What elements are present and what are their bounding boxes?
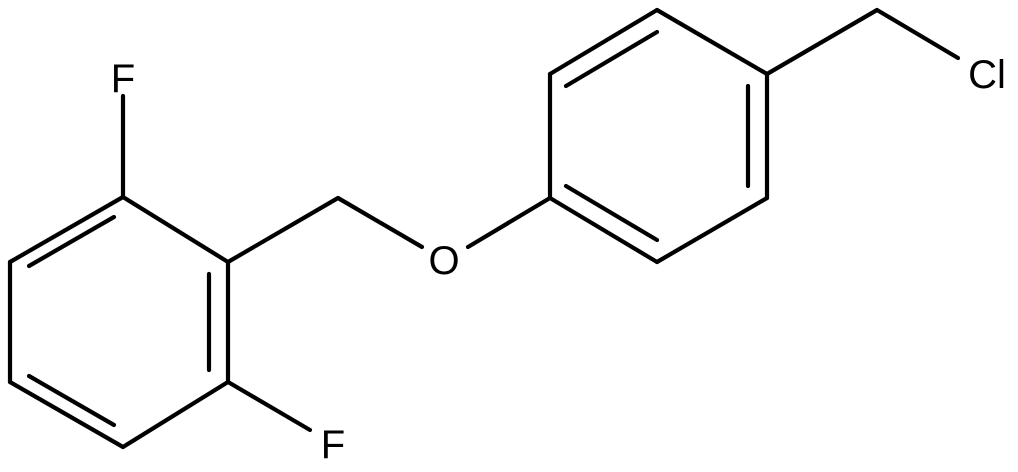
bond-inner-double bbox=[563, 183, 660, 243]
atom-label-fluorine-bottom: F bbox=[321, 423, 345, 467]
bond-ch2-cl bbox=[874, 7, 961, 61]
bond bbox=[120, 379, 231, 450]
bond bbox=[7, 194, 126, 265]
bond-inner-double bbox=[563, 29, 660, 89]
bond-o-ring bbox=[465, 195, 553, 250]
bond-ring-ch2 bbox=[225, 195, 341, 265]
difluorophenyl-ring bbox=[7, 194, 231, 450]
bond bbox=[547, 7, 660, 77]
bond-c-f-bottom bbox=[225, 379, 313, 433]
atom-label-oxygen: O bbox=[428, 239, 459, 283]
bond bbox=[7, 379, 126, 450]
bond bbox=[654, 195, 770, 265]
bond bbox=[120, 194, 231, 265]
bond-ch2-o bbox=[335, 195, 425, 250]
bond-inner-double bbox=[26, 373, 117, 428]
bond bbox=[654, 7, 770, 77]
phenyl-ring bbox=[547, 7, 770, 265]
bond bbox=[547, 195, 660, 265]
atom-label-fluorine-top: F bbox=[111, 57, 135, 101]
atom-label-chlorine: Cl bbox=[968, 53, 1006, 97]
bond-inner-double bbox=[26, 214, 117, 269]
bond-ring-ch2cl bbox=[764, 7, 880, 77]
